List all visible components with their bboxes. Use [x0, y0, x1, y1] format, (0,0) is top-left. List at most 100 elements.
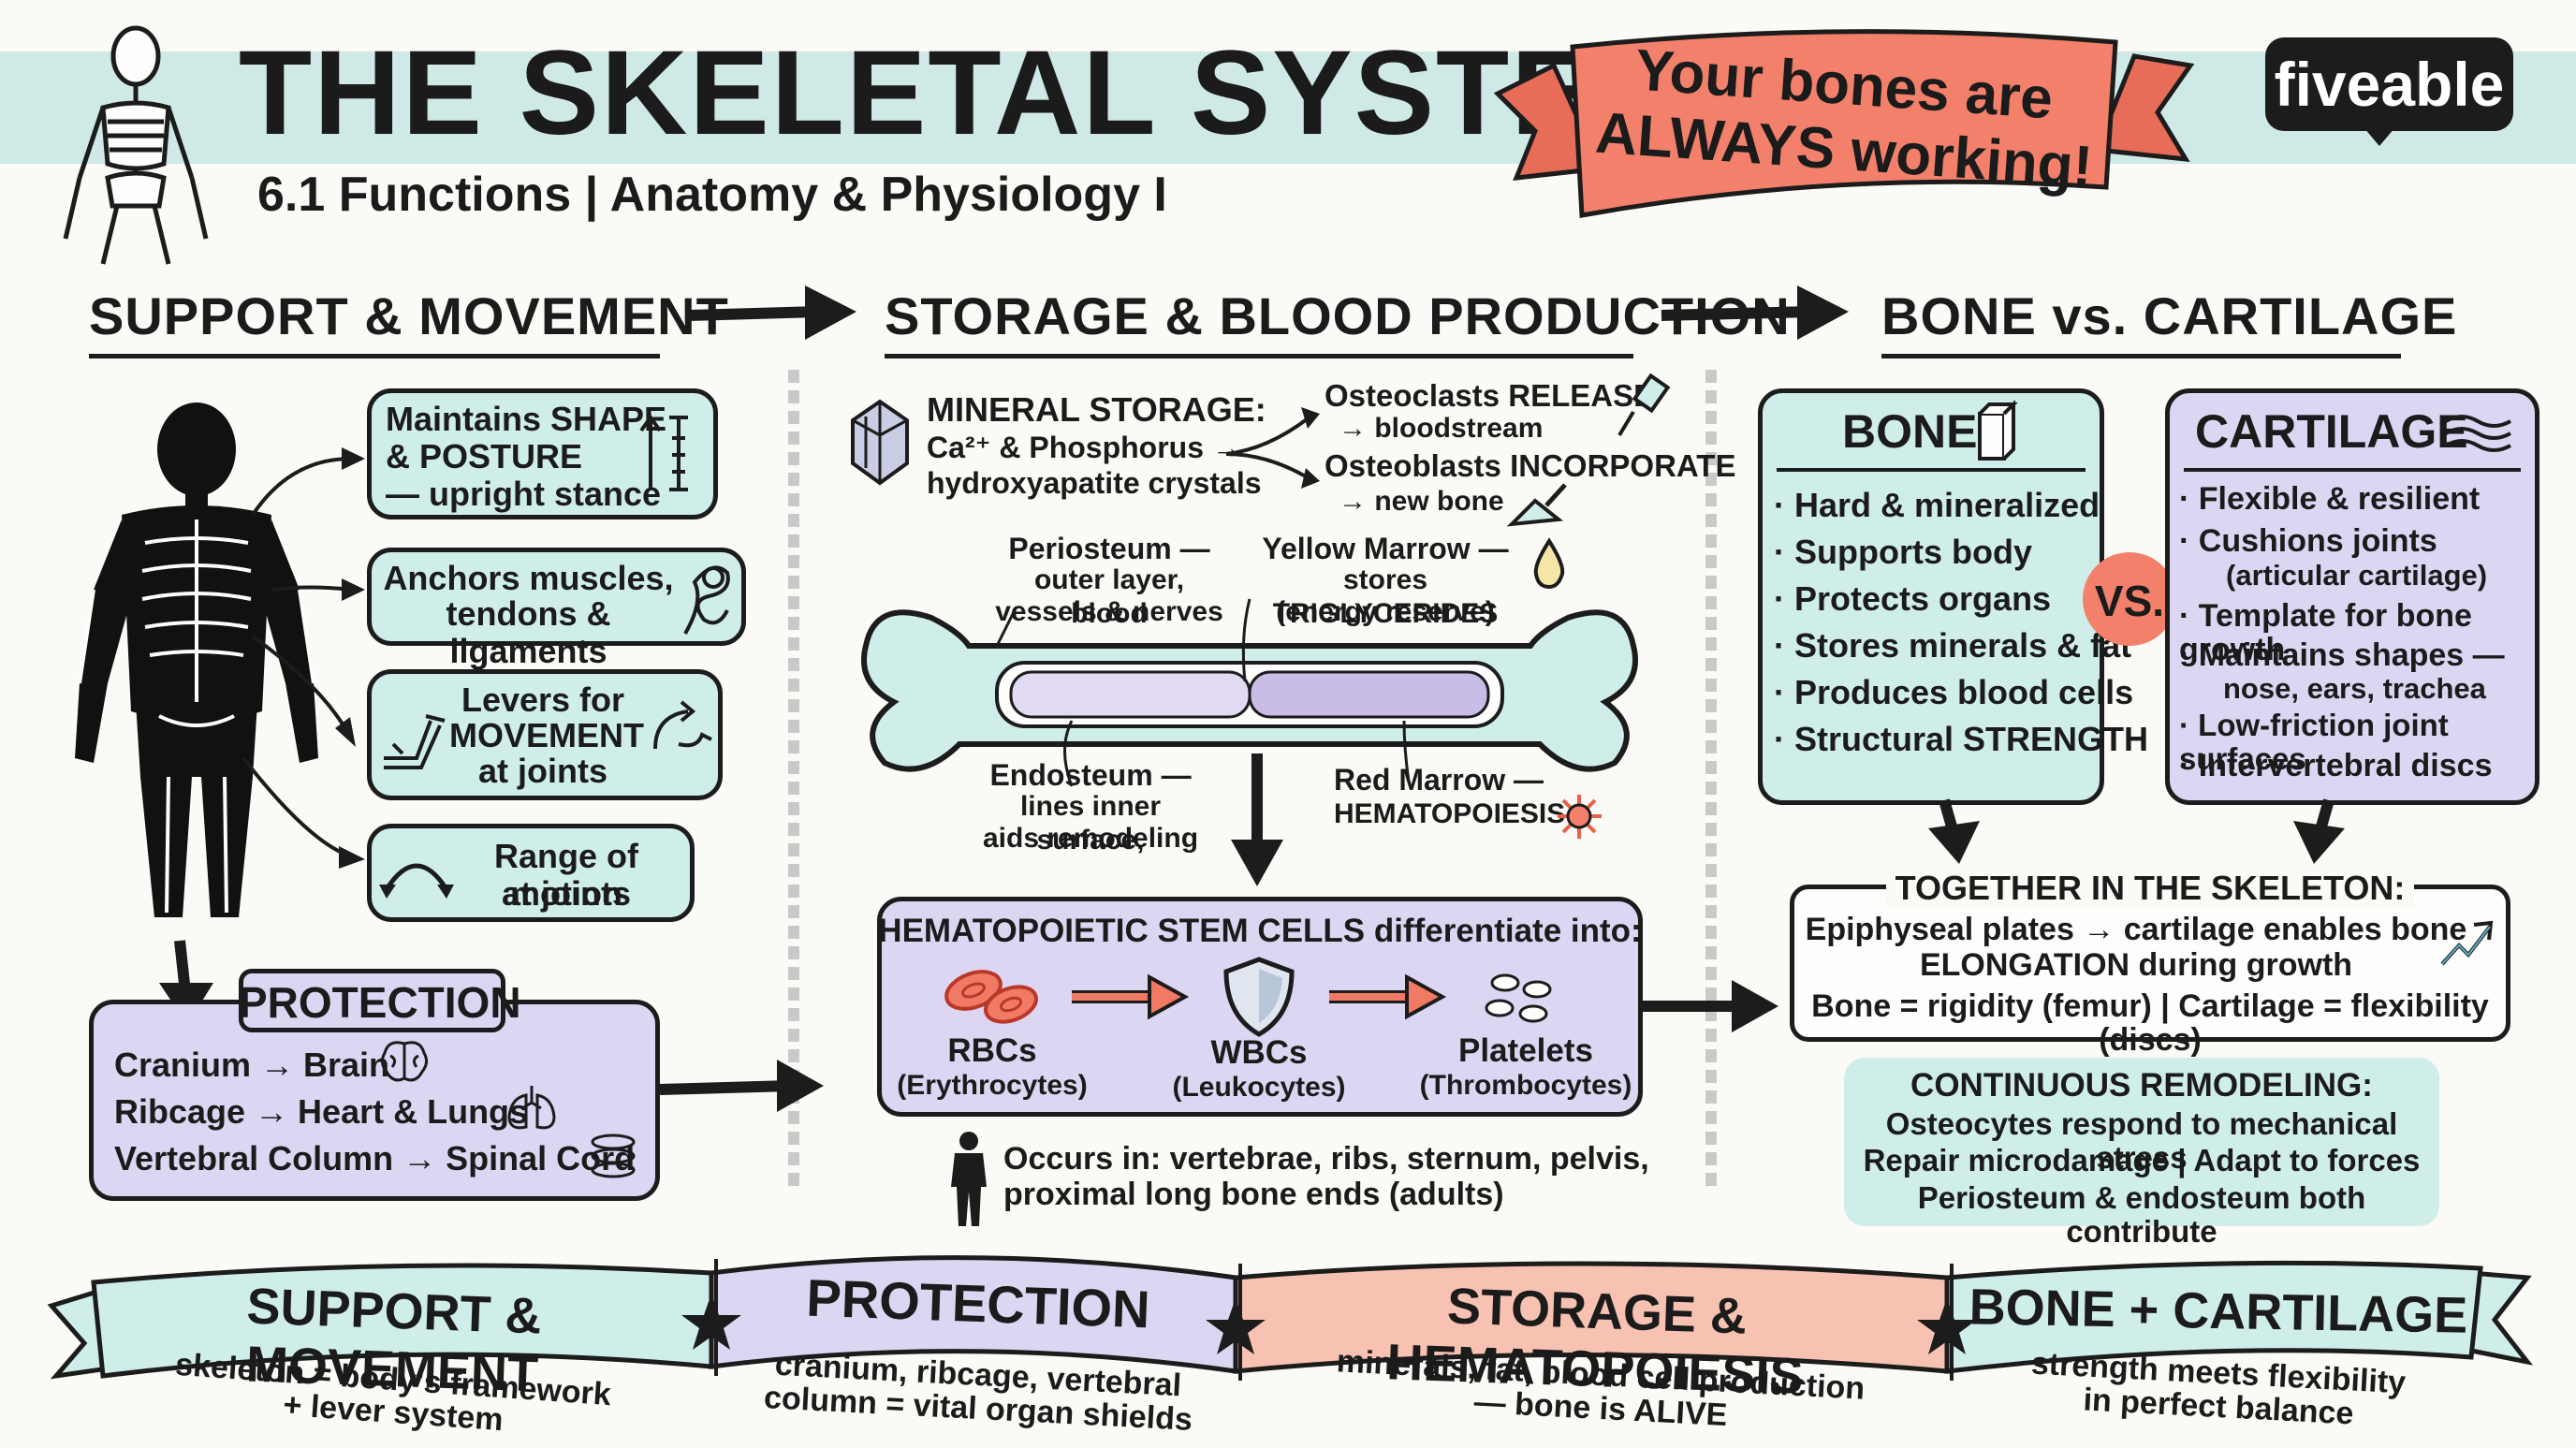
support-box-levers-l1: Levers for: [461, 680, 625, 719]
brand-name: fiveable: [2274, 50, 2505, 119]
cartilage-item: · Intervertebral discs: [2179, 748, 2493, 783]
cartilage-box: [2165, 388, 2539, 805]
protection-title-tab: [239, 969, 505, 1032]
remodeling-title: CONTINUOUS REMODELING:: [1910, 1067, 2373, 1104]
brand-logo-tail: [2359, 122, 2400, 146]
together-title: TOGETHER IN THE SKELETON:: [1790, 869, 2510, 908]
column-divider: [1705, 370, 1717, 1193]
human-silhouette-icon: [75, 402, 318, 917]
yellow-marrow-l1: Yellow Marrow —: [1262, 532, 1509, 565]
support-box-shape: [367, 388, 718, 519]
cartilage-item: (articular cartilage): [2226, 559, 2488, 592]
osteoclast-line-2: → bloodstream: [1339, 413, 1544, 444]
section-support: SUPPORT & MOVEMENT: [89, 286, 729, 345]
arrow-down-icon: [1231, 753, 1283, 886]
protection-item: Cranium → Brain: [114, 1046, 390, 1084]
mineral-line-3: hydroxyapatite crystals: [927, 466, 1262, 500]
skeleton-icon: [63, 25, 209, 265]
posture-icon: [639, 414, 688, 491]
underline: [885, 354, 1633, 358]
osteoclast-line-1: Osteoclasts RELEASE: [1325, 378, 1655, 413]
together-line-1: Epiphyseal plates → cartilage enables bo…: [1805, 912, 2467, 947]
bone-list: · Hard & mineralized · Supports body · P…: [1774, 482, 2148, 763]
osteoblast-line-1: Osteoblasts INCORPORATE: [1325, 448, 1736, 483]
cartilage-item: nose, ears, trachea: [2223, 672, 2486, 705]
support-box-range: [367, 824, 695, 922]
support-box-anchors: [367, 548, 746, 646]
vs-badge: [2083, 552, 2176, 646]
lungs-icon: [507, 1086, 556, 1130]
support-box-shape-l2: & POSTURE: [386, 437, 583, 475]
endosteum-l2: lines inner surface,: [1019, 791, 1162, 856]
bone-title: BONE: [1842, 405, 1978, 458]
endosteum-l1: Endosteum —: [989, 758, 1192, 792]
cell-sub: (Erythrocytes): [897, 1070, 1088, 1101]
remodeling-line-1: Osteocytes respond to mechanical stress: [1885, 1106, 2398, 1175]
support-box-anchors-l2: tendons & ligaments: [446, 594, 611, 670]
protection-title: PROTECTION: [239, 978, 521, 1027]
drill-icon: [1617, 373, 1671, 437]
blood-cell-splat-icon: [1558, 795, 1602, 839]
periosteum-l1: Periosteum —: [1008, 532, 1210, 565]
remodeling-line-2: Repair microdamage | Adapt to forces: [1863, 1143, 2421, 1177]
split-arrow-icon: [1225, 407, 1320, 489]
connector-arrows: [242, 447, 365, 869]
crystal-icon: [851, 399, 909, 486]
knot-icon: [683, 565, 730, 635]
remodeling-line-3: Periosteum & endosteum both contribute: [1917, 1180, 2366, 1249]
yellow-marrow-l2: stores TRIGLYCERIDES: [1272, 564, 1499, 629]
banner-ribbon: [1493, 29, 2195, 218]
cartilage-item: · Maintains shapes —: [2179, 637, 2505, 673]
arrow-right-icon: [1661, 285, 1849, 340]
protection-box: [89, 1000, 660, 1201]
cartilage-item: · Template for bone growth: [2179, 598, 2472, 667]
yellow-marrow-l3: (energy reserve): [1276, 596, 1495, 627]
brain-icon: [380, 1041, 429, 1082]
mineral-line-2: Ca²⁺ & Phosphorus →: [927, 431, 1242, 464]
support-box-levers-l2: MOVEMENT: [449, 716, 645, 754]
bone-item: · Stores minerals & fat: [1774, 626, 2132, 665]
section-bvc: BONE vs. CARTILAGE: [1881, 286, 2458, 345]
cell-sub: (Thrombocytes): [1419, 1070, 1632, 1101]
wave-icon: [2444, 415, 2511, 452]
bone-item: · Supports body: [1774, 533, 2032, 571]
cartilage-item: · Low-friction joint surfaces: [2179, 708, 2449, 776]
underline: [89, 354, 660, 358]
support-box-range-l1: Range of motion: [493, 837, 638, 913]
trowel-icon: [1506, 483, 1567, 527]
person-icon: [951, 1132, 987, 1226]
footer-title: BONE + CARTILAGE: [1969, 1279, 2468, 1344]
protection-item: Ribcage → Heart & Lungs: [114, 1092, 529, 1131]
page-subtitle: 6.1 Functions | Anatomy & Physiology I: [257, 168, 1167, 222]
remodeling-box: [1844, 1058, 2439, 1226]
arrow-right-icon: [1329, 973, 1447, 1020]
hematopoietic-title: HEMATOPOIETIC STEM CELLS differentiate i…: [878, 913, 1642, 949]
cell-sub: (Leukocytes): [1172, 1072, 1346, 1103]
arrow-right-icon: [1072, 973, 1190, 1020]
arrow-right-icon: [659, 1060, 824, 1112]
bone-item: · Protects organs: [1774, 579, 2052, 618]
bone-box: [1758, 388, 2104, 805]
trend-up-icon: [2440, 920, 2494, 966]
bone-item: · Produces blood cells: [1774, 673, 2134, 711]
cartilage-item: · Cushions joints: [2179, 523, 2437, 559]
long-bone-diagram: [861, 598, 1638, 787]
arrow-down-icon: [2293, 798, 2345, 864]
support-box-anchors-l1: Anchors muscles,: [383, 559, 674, 597]
underline: [1881, 354, 2401, 358]
page-title: THE SKELETAL SYSTEM: [239, 26, 1695, 160]
arrow-down-icon: [1928, 798, 1980, 864]
mineral-title: MINERAL STORAGE:: [927, 390, 1266, 429]
footer-ribbon: [47, 1255, 2534, 1381]
together-line-2: ELONGATION during growth: [1919, 947, 2353, 983]
support-box-range-l2: at joints: [501, 874, 631, 913]
vs-label: VS.: [2094, 577, 2165, 625]
support-box-shape-l1: Maintains SHAPE: [386, 400, 667, 438]
platelets-icon: [1485, 973, 1552, 1023]
brand-logo: [2265, 37, 2513, 131]
support-box-levers-l3: at joints: [477, 752, 607, 790]
rbc-icon: [944, 970, 1038, 1024]
section-storage: STORAGE & BLOOD PRODUCTION: [885, 286, 1791, 345]
cartilage-item: · Flexible & resilient: [2179, 481, 2481, 517]
bone-block-icon: [1978, 400, 2018, 461]
